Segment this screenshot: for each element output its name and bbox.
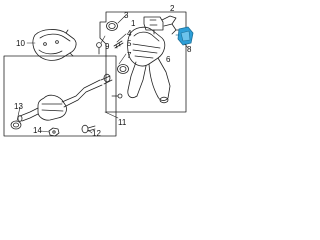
callout-2: 2 (170, 4, 175, 13)
leader-lines (16, 14, 189, 134)
flange-gasket (117, 64, 129, 74)
bolt (96, 42, 102, 55)
exhaust-pipe-and-muffler (17, 73, 113, 122)
callout-1: 1 (131, 19, 136, 28)
callout-7: 7 (127, 51, 132, 60)
exhaust-parts-diagram: 1 2 3 4 5 6 7 8 9 10 11 12 13 14 (0, 0, 200, 147)
diagram-canvas (3, 11, 194, 137)
lower-assembly-box (3, 55, 117, 137)
callout-11: 11 (118, 118, 127, 127)
callout-3: 3 (124, 11, 129, 20)
upper-gasket (106, 21, 118, 31)
callout-10: 10 (16, 39, 25, 48)
nut (48, 127, 60, 137)
callout-13: 13 (14, 102, 23, 111)
callout-5: 5 (127, 39, 132, 48)
callout-6: 6 (166, 55, 171, 64)
upper-heat-shield (32, 29, 77, 61)
callout-4: 4 (127, 29, 132, 38)
callout-9: 9 (105, 42, 110, 51)
catalytic-converter (111, 15, 181, 104)
callout-12: 12 (92, 129, 101, 138)
callout-14: 14 (33, 126, 42, 135)
oxygen-sensor-highlighted (175, 26, 194, 46)
clamp-gasket (10, 120, 22, 130)
hanger-insulator (81, 124, 96, 134)
callout-8: 8 (187, 45, 192, 54)
stud (113, 40, 124, 49)
